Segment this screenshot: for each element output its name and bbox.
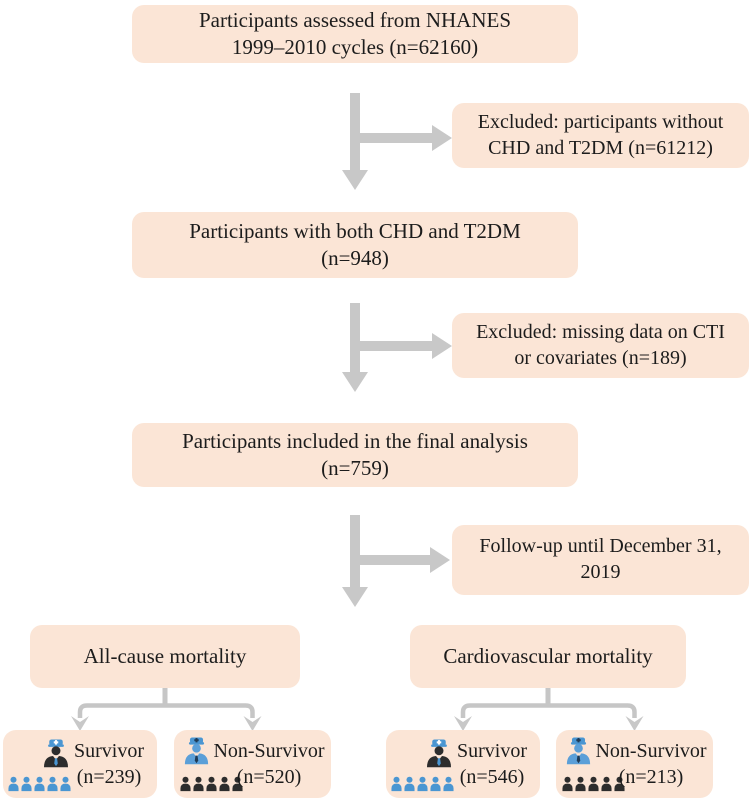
box-text-line: or covariates (n=189) <box>514 346 687 369</box>
box-followup: Follow-up until December 31, 2019 <box>452 525 749 595</box>
person-icon <box>614 776 625 792</box>
flow-arrow-down-1 <box>342 93 368 190</box>
box-ac-survivor: Survivor (n=239) <box>3 730 157 798</box>
person-icon <box>219 776 230 792</box>
box-final-analysis: Participants included in the final analy… <box>132 423 578 487</box>
split-arrowhead-ac-left <box>71 716 89 731</box>
doctor-icon <box>427 739 451 768</box>
split-bar-cardio <box>460 703 637 718</box>
person-icon <box>232 776 243 792</box>
person-icon <box>404 776 415 792</box>
split-arrowhead-ac-right <box>243 716 262 731</box>
outcome-label: Survivor <box>74 740 144 762</box>
box-cardiovascular-mortality: Cardiovascular mortality <box>410 625 686 688</box>
outcome-label: Non-Survivor <box>595 740 707 762</box>
box-text-line: (n=948) <box>321 246 389 270</box>
box-text-line: Participants with both CHD and T2DM <box>189 219 521 244</box>
box-excluded-missing-cti: Excluded: missing data on CTI or covaria… <box>452 313 749 378</box>
box-text-line: 2019 <box>580 561 621 583</box>
person-icon <box>193 776 204 792</box>
person-icon <box>34 776 45 792</box>
box-cv-nonsurvivor: Non-Survivor (n=213) <box>556 730 713 798</box>
box-text-line: Follow-up until December 31, <box>479 535 722 558</box>
person-icon <box>180 776 191 792</box>
branch-arrow-excluded-1 <box>360 125 452 151</box>
person-icon <box>47 776 58 792</box>
box-text-line: Participants included in the final analy… <box>182 429 528 454</box>
person-icon <box>588 776 599 792</box>
person-icon <box>21 776 32 792</box>
box-text-line: CHD and T2DM (n=61212) <box>488 136 713 159</box>
branch-arrow-followup <box>360 547 450 573</box>
person-icon <box>601 776 612 792</box>
box-text-line: Participants assessed from NHANES <box>198 8 512 33</box>
outcome-text: Survivor (n=239) <box>67 738 151 790</box>
person-icon <box>575 776 586 792</box>
person-icon <box>60 776 71 792</box>
crowd-row-icon <box>562 776 625 792</box>
person-icon <box>391 776 402 792</box>
box-text-line: (n=759) <box>321 456 389 480</box>
split-arrowhead-cv-right <box>625 716 644 731</box>
doctor-icon <box>566 737 591 765</box>
crowd-row-icon <box>391 776 454 792</box>
outcome-label: Survivor <box>457 740 527 762</box>
outcome-count: (n=546) <box>459 766 525 788</box>
outcome-text: Survivor (n=546) <box>450 738 534 790</box>
box-ac-nonsurvivor: Non-Survivor (n=520) <box>174 730 331 798</box>
box-text-line: Cardiovascular mortality <box>443 644 653 669</box>
outcome-text: Non-Survivor (n=213) <box>592 738 710 790</box>
box-chd-t2dm: Participants with both CHD and T2DM (n=9… <box>132 212 578 278</box>
person-icon <box>562 776 573 792</box>
outcome-count: (n=239) <box>76 766 142 788</box>
box-text-line: Excluded: participants without <box>477 110 724 133</box>
crowd-row-icon <box>8 776 71 792</box>
person-icon <box>417 776 428 792</box>
outcome-count: (n=213) <box>618 766 684 788</box>
box-cv-survivor: Survivor (n=546) <box>386 730 540 798</box>
person-icon <box>8 776 19 792</box>
person-icon <box>430 776 441 792</box>
box-text-line: Excluded: missing data on CTI <box>476 320 725 343</box>
doctor-icon <box>184 737 209 765</box>
box-excluded-no-chd-t2dm: Excluded: participants without CHD and T… <box>452 103 749 168</box>
flow-arrow-down-2 <box>342 303 368 392</box>
person-icon <box>206 776 217 792</box>
flow-arrow-down-3 <box>342 515 368 607</box>
outcome-text: Non-Survivor (n=520) <box>210 738 328 790</box>
person-icon <box>443 776 454 792</box>
box-text-line: 1999–2010 cycles (n=62160) <box>231 35 479 59</box>
box-all-cause-mortality: All-cause mortality <box>30 625 300 688</box>
box-text-line: All-cause mortality <box>83 644 247 669</box>
outcome-count: (n=520) <box>236 766 302 788</box>
split-arrowhead-cv-left <box>454 716 472 731</box>
crowd-row-icon <box>180 776 243 792</box>
outcome-label: Non-Survivor <box>213 740 325 762</box>
branch-arrow-excluded-2 <box>360 333 452 359</box>
doctor-icon <box>44 739 68 768</box>
split-bar-allcause <box>77 703 255 718</box>
box-participants-assessed: Participants assessed from NHANES 1999–2… <box>132 5 578 63</box>
